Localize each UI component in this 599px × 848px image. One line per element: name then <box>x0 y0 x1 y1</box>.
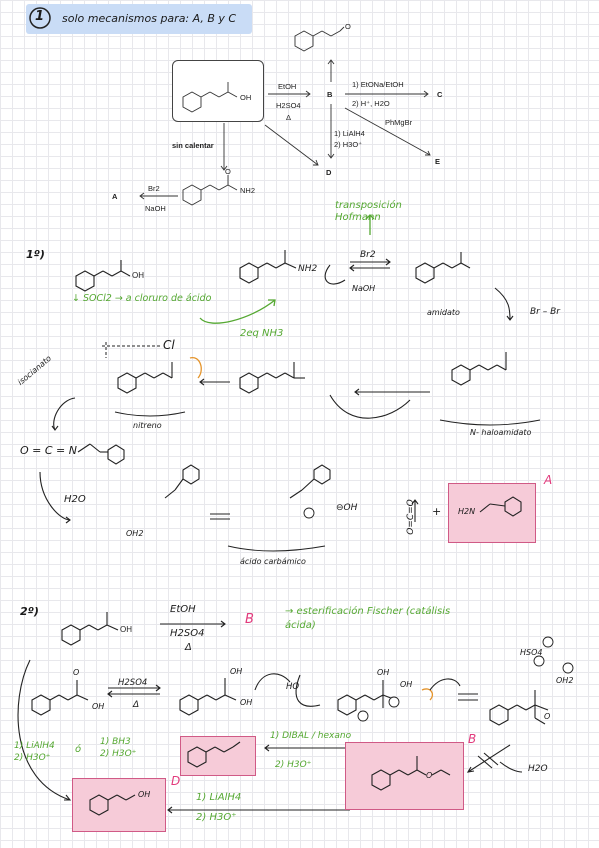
scheme-naoh: NaOH <box>145 204 166 213</box>
oxonium-o: O <box>544 712 551 721</box>
tetra-oh: OH <box>377 668 390 677</box>
note-nh3: 2eq NH3 <box>240 328 284 339</box>
isocyanate-formula: O = C = N <box>20 444 77 457</box>
h2o-reagent: H2O <box>64 494 86 505</box>
amide-nh2: NH2 <box>298 264 318 274</box>
part2-h2so4: H2SO4 <box>170 628 205 639</box>
mech-acid-o: O <box>73 668 80 677</box>
part1-number: 1º) <box>26 248 45 261</box>
acido-carbamico-label: ácido carbámico <box>240 557 306 566</box>
scheme-h2so4: H2SO4 <box>276 101 301 110</box>
reagent-lialh4-bottom: 1) LiAlH4 <box>196 792 242 803</box>
scheme-br2: Br2 <box>148 184 160 193</box>
reagent-bh3: 1) BH3 2) H3O⁺ <box>100 737 137 759</box>
oxonium-oh2: OH2 <box>556 676 574 685</box>
label-d-aldehyde: D <box>171 774 181 788</box>
part2-acid-oh: OH <box>120 625 132 634</box>
ester-o: O <box>426 771 433 780</box>
scheme-sin-calentar: sin calentar <box>172 141 214 150</box>
part2-delta: Δ <box>185 642 192 653</box>
water-eliminated: H2O <box>528 764 548 774</box>
part2-number: 2º) <box>20 605 39 618</box>
or-symbol: ó <box>75 744 82 755</box>
amidato-label: amidato <box>427 308 460 317</box>
br-br: Br – Br <box>530 307 560 317</box>
mech-h2so4: H2SO4 <box>118 678 148 688</box>
hydroxide: ⊖OH <box>336 503 358 513</box>
scheme-nh2: NH2 <box>240 186 256 195</box>
scheme-label-a: A <box>112 192 118 201</box>
aldehyde-box <box>180 736 256 776</box>
section-number: 1 <box>35 9 45 24</box>
scheme-o-amide: O <box>225 167 231 176</box>
part2-label-b: B <box>245 612 254 627</box>
n-haloamidato-label: N- haloamidato <box>470 428 532 437</box>
reagent-dibal: 1) DIBAL / hexano <box>270 731 352 741</box>
scheme-h-h2o: 2) H⁺, H2O <box>352 99 390 108</box>
acid-oh: OH <box>132 271 144 280</box>
note-socl2: ↓ SOCl2 → a cloruro de ácido <box>72 293 212 304</box>
scheme-h3o: 2) H3O⁺ <box>334 140 363 149</box>
scheme-label-d: D <box>326 168 332 177</box>
scheme-etona: 1) EtONa/EtOH <box>352 80 404 89</box>
alcohol-box <box>72 778 166 832</box>
scheme-label-c: C <box>437 90 443 99</box>
title-highlight <box>26 4 252 34</box>
plus-sign: + <box>432 505 442 518</box>
scheme-o-aldehyde: O <box>345 22 351 31</box>
hso4-label: HSO4 <box>520 648 543 657</box>
tetra-oh-right: OH <box>400 680 413 689</box>
reagent-h3o-bottom: 2) H3O⁺ <box>196 812 237 823</box>
note-hofmann: transposición Hofmann <box>335 200 402 223</box>
scheme-label-e: E <box>435 157 441 166</box>
mech-ho: HO <box>286 682 300 692</box>
mech-acid-oh: OH <box>92 702 105 711</box>
reagent-naoh: NaOH <box>352 284 376 293</box>
scheme-lialh4: 1) LiAlH4 <box>334 129 365 138</box>
reagent-lialh4-left: 1) LiAlH4 2) H3O⁺ <box>14 741 55 763</box>
oh2-label: OH2 <box>126 529 144 538</box>
reagent-h3o-dibal: 2) H3O⁺ <box>275 760 312 770</box>
product-a-label: A <box>544 473 553 487</box>
starting-material-box <box>172 60 264 122</box>
part2-etoh: EtOH <box>170 604 196 615</box>
page-title: solo mecanismos para: A, B y C <box>62 12 237 25</box>
reagent-br2: Br2 <box>360 250 376 260</box>
mech-oh-top: OH <box>230 667 243 676</box>
scheme-etoh: EtOH <box>278 82 297 91</box>
scheme-phmgbr: PhMgBr <box>385 118 413 127</box>
alcohol-oh: OH <box>138 790 151 799</box>
ester-box <box>345 742 464 810</box>
product-a-h2n: H2N <box>458 507 476 516</box>
mech-delta: Δ <box>133 700 140 710</box>
note-fischer: → esterificación Fischer (catálisis ácid… <box>285 606 451 631</box>
nitreno-label: nitreno <box>133 421 162 430</box>
scheme-oh: OH <box>240 93 252 102</box>
label-b-ester: B <box>468 732 477 746</box>
scheme-delta: Δ <box>286 113 292 122</box>
mech-oh-mid: OH <box>240 698 253 707</box>
scheme-label-b: B <box>327 90 333 99</box>
chloride-cl: Cl <box>163 338 175 352</box>
co2: O=C=O <box>405 499 416 535</box>
